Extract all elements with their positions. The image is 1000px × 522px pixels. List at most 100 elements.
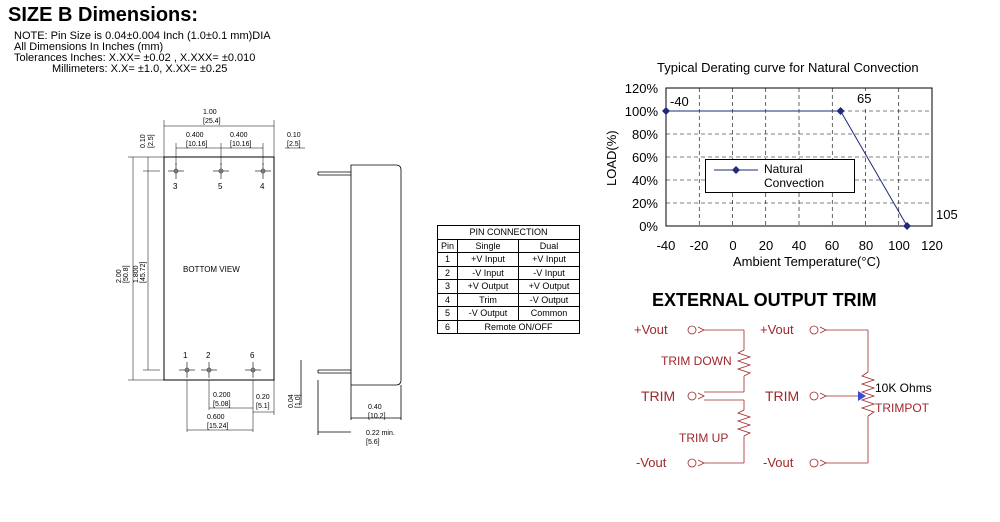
side-view <box>300 164 402 435</box>
pin-connection-table: PIN CONNECTION Pin Single Dual 1+V Input… <box>436 225 581 334</box>
y-tick-label: 120% <box>624 81 658 96</box>
table-cell: 5 <box>436 306 459 321</box>
table-header-row: Pin Single Dual <box>436 238 581 253</box>
trim-title: EXTERNAL OUTPUT TRIM <box>652 290 877 310</box>
x-tick-label: 80 <box>858 238 874 253</box>
dim-text: 0.600 <box>207 414 225 421</box>
pin-number: 4 <box>260 182 265 191</box>
dim-text: 1.800 <box>133 265 140 283</box>
table-title: PIN CONNECTION <box>436 225 581 240</box>
note-line: All Dimensions In Inches (mm) <box>14 41 164 53</box>
trim-circuit-left <box>687 325 752 468</box>
data-point <box>903 222 912 230</box>
dim-text: 0.10 <box>287 132 301 139</box>
x-tick-label: -20 <box>689 238 709 253</box>
dim-text: [5.6] <box>366 439 380 446</box>
chart-legend: Natural Convection <box>705 159 855 193</box>
dim-text: [1.0] <box>295 394 302 408</box>
table-cell: +V Output <box>457 279 520 294</box>
dim-text: 0.20 <box>256 394 270 401</box>
y-tick-label: 60% <box>631 150 658 165</box>
pin-number: 6 <box>250 351 255 360</box>
note-line: Millimeters: X.X= ±1.0, X.XX= ±0.25 <box>52 63 228 75</box>
y-tick-label: 100% <box>624 104 658 119</box>
dim-text: [45.72] <box>140 262 147 283</box>
y-tick-label: 40% <box>631 173 658 188</box>
dim-text: [25.4] <box>203 118 221 125</box>
note-line: Tolerances Inches: X.XX= ±0.02 , X.XXX= … <box>14 52 256 64</box>
trim-circuit-right <box>809 325 876 468</box>
pin-number: 2 <box>206 351 211 360</box>
label-vout-pos: +Vout <box>760 322 794 337</box>
series-points <box>662 107 912 230</box>
dim-text: 1.00 <box>203 109 217 116</box>
table-cell: 6 <box>436 319 459 334</box>
note-line: NOTE: Pin Size is 0.04±0.004 Inch (1.0±0… <box>14 30 271 42</box>
dim-text: [2.5] <box>148 134 155 148</box>
table-cell: Remote ON/OFF <box>457 319 581 334</box>
dimension-lines <box>128 120 305 432</box>
table-cell: +V Input <box>518 252 581 267</box>
data-point <box>836 107 845 115</box>
dim-text: 0.200 <box>213 392 231 399</box>
x-axis-label: Ambient Temperature(°C) <box>733 254 881 269</box>
table-cell: Trim <box>457 292 520 307</box>
x-tick-label: -40 <box>656 238 676 253</box>
table-cell: 1 <box>436 252 459 267</box>
dim-text: 0.400 <box>230 132 248 139</box>
annotation: -40 <box>670 94 689 109</box>
table-cell: -V Output <box>457 306 520 321</box>
label-trim-up: TRIM UP <box>679 431 729 445</box>
y-tick-label: 80% <box>631 127 658 142</box>
grid <box>666 88 932 226</box>
label-vout-neg: -Vout <box>636 455 667 470</box>
trimpot-arrow-icon <box>858 391 866 401</box>
label-vout-pos: +Vout <box>634 322 668 337</box>
legend-label: Convection <box>764 176 825 190</box>
x-tick-label: 40 <box>791 238 807 253</box>
dim-text: 0.04 <box>288 394 295 408</box>
column-header: Single <box>457 238 520 253</box>
dim-text: [10.16] <box>230 141 251 148</box>
label-trim: TRIM <box>641 388 676 404</box>
module-outline <box>163 156 275 381</box>
x-tick-label: 0 <box>729 238 737 253</box>
y-axis-label: LOAD(%) <box>604 130 619 186</box>
dim-text: 0.10 <box>140 134 147 148</box>
dim-text: [2.5] <box>287 141 301 148</box>
table-row: 1+V Input+V Input <box>436 252 581 267</box>
dim-text: [5.08] <box>213 401 231 408</box>
table-cell: +V Output <box>518 279 581 294</box>
table-cell: Common <box>518 306 581 321</box>
table-cell: -V Input <box>518 265 581 280</box>
table-cell: +V Input <box>457 252 520 267</box>
page-title: SIZE B Dimensions: <box>8 4 199 26</box>
table-cell: 2 <box>436 265 459 280</box>
legend-marker <box>714 166 758 174</box>
dim-text: [50.8] <box>123 265 130 283</box>
pins-top <box>168 163 271 179</box>
x-tick-label: 120 <box>921 238 943 253</box>
pin-number: 3 <box>173 182 178 191</box>
table-cell: 4 <box>436 292 459 307</box>
x-tick-label: 60 <box>824 238 840 253</box>
table-row: 3+V Output+V Output <box>436 279 581 294</box>
data-point <box>662 107 670 115</box>
label-vout-neg: -Vout <box>763 455 794 470</box>
label-trimpot: TRIMPOT <box>875 401 929 415</box>
dim-text: [5.1] <box>256 403 270 410</box>
chart-title: Typical Derating curve for Natural Conve… <box>657 60 919 75</box>
pin-number: 1 <box>183 351 188 360</box>
dim-text: [15.24] <box>207 423 228 430</box>
bottom-view-label: BOTTOM VIEW <box>183 265 240 274</box>
table-cell: 3 <box>436 279 459 294</box>
pins-bottom <box>179 362 261 378</box>
label-trim-down: TRIM DOWN <box>661 354 732 368</box>
dim-text: 0.400 <box>186 132 204 139</box>
pin-number: 5 <box>218 182 223 191</box>
y-tick-label: 20% <box>631 196 658 211</box>
label-pot-value: 10K Ohms <box>875 381 932 395</box>
